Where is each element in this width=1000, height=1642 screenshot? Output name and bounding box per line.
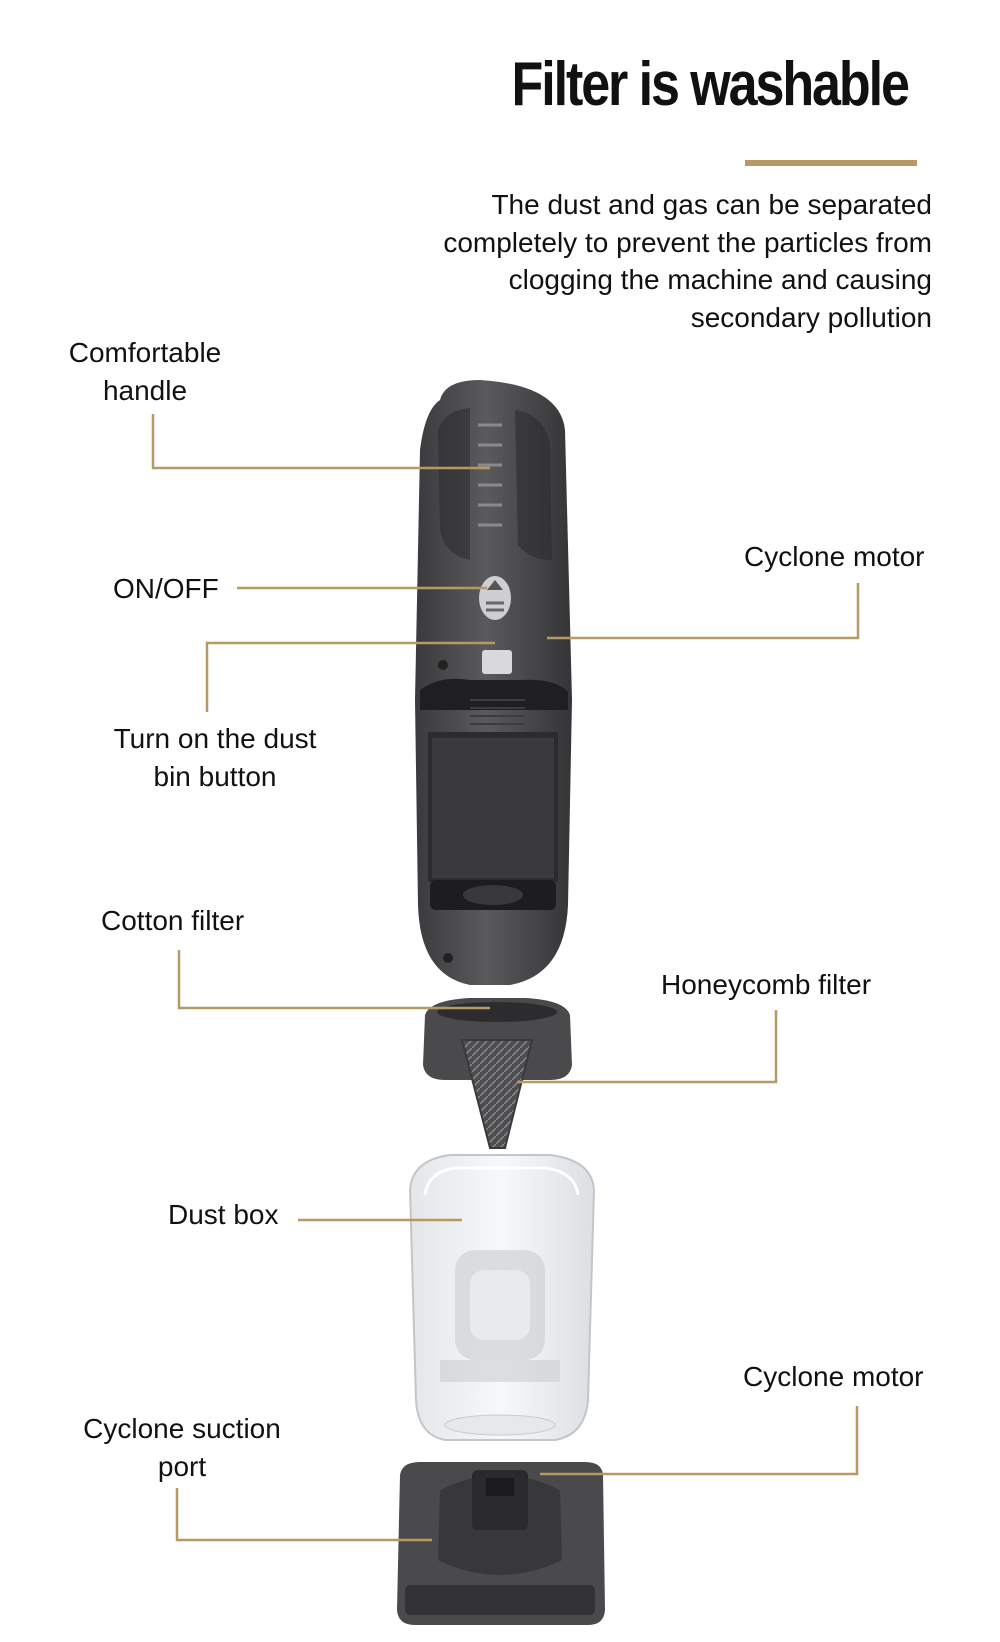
page-title: Filter is washable: [511, 50, 910, 119]
label-honeycomb-filter: Honeycomb filter: [661, 969, 872, 1000]
title-underline: [745, 160, 917, 166]
label-comfortable-handle: Comfortable handle: [68, 337, 222, 406]
description-text: The dust and gas can be separated comple…: [443, 189, 932, 333]
leader-line-cotton-filter: [177, 950, 490, 1010]
leader-line-cyclone-motor-top: [547, 583, 860, 640]
dust-bin-release-button: [482, 650, 512, 674]
label-cyclone-motor-bottom: Cyclone motor: [743, 1361, 924, 1392]
label-cyclone-motor-top: Cyclone motor: [744, 541, 925, 572]
leader-line-honeycomb: [517, 1010, 778, 1084]
leader-line-handle: [151, 414, 490, 470]
honeycomb-filter-cone: [460, 1039, 534, 1149]
leader-line-dust-bin-button: [205, 641, 495, 712]
label-cotton-filter: Cotton filter: [101, 905, 245, 936]
label-on-off: ON/OFF: [113, 573, 219, 604]
label-dust-bin-button: Turn on the dust bin button: [113, 723, 317, 792]
leader-line-cyclone-motor-bottom: [540, 1406, 859, 1476]
vacuum-main-body: [415, 380, 572, 985]
power-button: [479, 576, 511, 620]
label-cyclone-suction-port: Cyclone suction port: [83, 1413, 281, 1482]
cyclone-base: [397, 1462, 605, 1625]
label-dust-box: Dust box: [168, 1199, 279, 1230]
leader-line-suction-port: [175, 1488, 432, 1542]
dust-box-body: [408, 1154, 596, 1441]
